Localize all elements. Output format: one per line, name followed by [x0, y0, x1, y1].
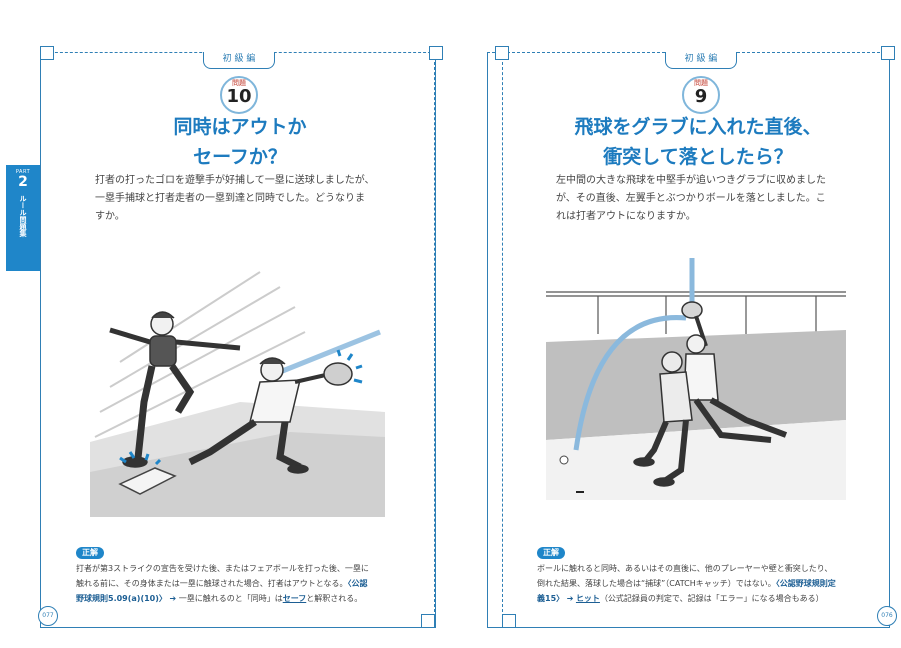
- impact-marks: [119, 349, 363, 466]
- answer-line-3: 義15〉 ➔ ヒット（公式記録員の判定で、記録は「エラー」になる場合もある）: [537, 591, 882, 606]
- right-illustration-outfield-collision: [546, 258, 846, 500]
- right-title-line-1: 飛球をグラブに入れた直後、: [574, 116, 822, 138]
- answer-line-1: 打者が第3ストライクの宣告を受けた後、またはフェアボールを打った後、一塁に: [76, 564, 369, 573]
- answer-pre: 一塁に触れるのと「同時」は: [176, 594, 283, 603]
- answer-line-2-text: 触れる前に、その身体または一塁に触球された場合、打者はアウトとなる。: [76, 579, 348, 588]
- question-line: 一塁手捕球と打者走者の一塁到達と同時でした。どうなりま: [95, 193, 365, 204]
- first-base: [118, 467, 177, 495]
- part-side-tab: PART 2 ルール問題集: [6, 165, 40, 271]
- left-title-line-2: セーフか？: [193, 146, 287, 168]
- right-question-number: 問題 9: [682, 76, 720, 114]
- left-page-frame: [40, 52, 436, 628]
- left-answer-text: 打者が第3ストライクの宣告を受けた後、またはフェアボールを打った後、一塁に 触れ…: [76, 561, 416, 606]
- answer-line-2-text: 倒れた結果、落球した場合は“捕球”（CATCHキャッチ）ではない。: [537, 579, 776, 588]
- left-fielder-figure: [633, 351, 693, 487]
- right-question-text: 左中間の大きな飛球を中堅手が追いつきグラブに収めました が、その直後、左翼手とぶ…: [556, 172, 856, 226]
- right-answer-badge: 正解: [537, 547, 565, 559]
- corner-square: [40, 46, 54, 60]
- question-label: 問題: [232, 79, 246, 87]
- answer-arrow-icon: ➔: [566, 594, 574, 603]
- fly-ball-trail: [573, 315, 687, 451]
- question-line: すか。: [95, 211, 125, 222]
- right-title: 飛球をグラブに入れた直後、 衝突して落としたら？: [548, 112, 848, 172]
- outfield-fence: [546, 291, 846, 334]
- corner-square: [881, 46, 895, 60]
- runner-figure: [109, 311, 241, 468]
- answer-key: ヒット: [575, 594, 600, 603]
- ground-field: [90, 432, 385, 517]
- left-question-number: 問題 10: [220, 76, 258, 114]
- right-level-label: 初 級 編: [665, 52, 737, 69]
- part-number: 2: [18, 174, 28, 190]
- question-line: 打者の打ったゴロを遊撃手が好捕して一塁に送球しましたが、: [95, 175, 375, 186]
- answer-reference: 義15〉: [537, 594, 565, 603]
- answer-post: と解釈される。: [306, 594, 363, 603]
- answer-arrow-icon: ➔: [169, 594, 177, 603]
- answer-post: （公式記録員の判定で、記録は「エラー」になる場合もある）: [599, 594, 824, 603]
- right-page-inner-dash: [502, 52, 503, 612]
- throw-trail: [279, 329, 381, 375]
- left-level-label: 初 級 編: [203, 52, 275, 69]
- right-page-frame: [487, 52, 890, 628]
- left-illustration-first-base-play: [90, 271, 385, 517]
- question-line: れは打者アウトになりますか。: [556, 211, 696, 222]
- left-page-number: 077: [38, 606, 58, 626]
- corner-square: [429, 46, 443, 60]
- speed-lines: [94, 271, 306, 438]
- question-number-value: 9: [694, 86, 708, 107]
- center-fielder-figure: [681, 301, 788, 443]
- right-answer-text: ボールに触れると同時、あるいはその直後に、他のプレーヤーや壁と衝突したり、 倒れ…: [537, 561, 882, 606]
- left-page-inner-dash: [434, 52, 435, 612]
- left-title: 同時はアウトか セーフか？: [90, 112, 390, 172]
- corner-square: [421, 614, 435, 628]
- answer-reference: 野球規則5.09(a)(10)〉: [76, 594, 167, 603]
- answer-line-1: ボールに触れると同時、あるいはその直後に、他のプレーヤーや壁と衝突したり、: [537, 564, 833, 573]
- answer-ref-open: 〈公認野球規則定: [775, 579, 836, 588]
- first-baseman-figure: [188, 357, 353, 474]
- question-line: 左中間の大きな飛球を中堅手が追いつきグラブに収めました: [556, 175, 826, 186]
- answer-line-2: 触れる前に、その身体または一塁に触球された場合、打者はアウトとなる。〈公認: [76, 576, 416, 591]
- question-number-value: 10: [226, 86, 252, 107]
- corner-square: [502, 614, 516, 628]
- question-label: 問題: [694, 79, 708, 87]
- right-page-number: 076: [877, 606, 897, 626]
- left-question-text: 打者の打ったゴロを遊撃手が好捕して一塁に送球しましたが、 一塁手捕球と打者走者の…: [95, 172, 395, 226]
- ball: [559, 455, 569, 465]
- right-title-line-2: 衝突して落としたら？: [603, 146, 793, 168]
- corner-square: [495, 46, 509, 60]
- answer-key: セーフ: [282, 594, 307, 603]
- answer-line-2: 倒れた結果、落球した場合は“捕球”（CATCHキャッチ）ではない。〈公認野球規則…: [537, 576, 882, 591]
- part-title: ルール問題集: [19, 195, 27, 237]
- left-title-line-1: 同時はアウトか: [173, 116, 307, 138]
- answer-ref-open: 〈公認: [347, 579, 368, 588]
- answer-line-3: 野球規則5.09(a)(10)〉 ➔ 一塁に触れるのと「同時」はセーフと解釈され…: [76, 591, 416, 606]
- left-answer-badge: 正解: [76, 547, 104, 559]
- part-label: PART: [15, 169, 31, 175]
- question-line: が、その直後、左翼手とぶつかりボールを落としました。こ: [556, 193, 826, 204]
